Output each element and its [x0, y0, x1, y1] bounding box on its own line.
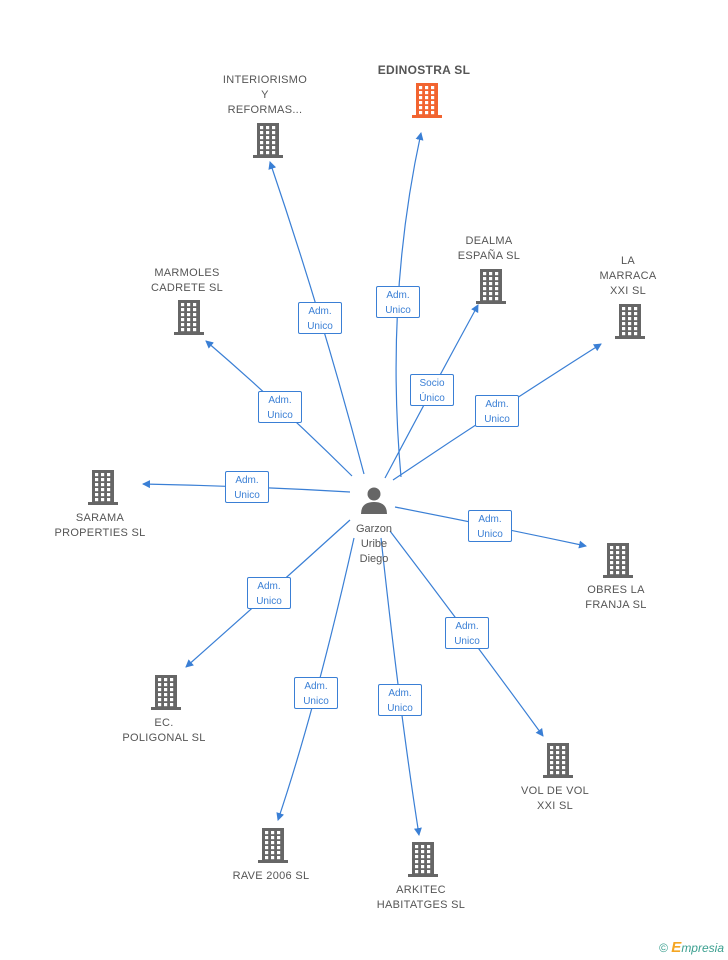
company-label-marraca[interactable]: LA MARRACA XXI SL	[599, 255, 657, 297]
relation-label-obres: Adm. Unico	[468, 510, 512, 542]
company-label-obres[interactable]: OBRES LA FRANJA SL	[585, 584, 647, 611]
building-icon-ec[interactable]	[151, 675, 181, 710]
company-label-edinostra[interactable]: EDINOSTRA SL	[377, 63, 471, 77]
relation-label-sarama: Adm. Unico	[225, 471, 269, 503]
relation-label-ec: Adm. Unico	[247, 577, 291, 609]
footer-brand: © Empresia	[659, 939, 724, 956]
building-icon-obres[interactable]	[603, 543, 633, 578]
building-icon-edinostra[interactable]	[412, 83, 442, 118]
building-icon-interiorismo[interactable]	[253, 123, 283, 158]
building-icon-marraca[interactable]	[615, 304, 645, 339]
relation-label-dealma: Socio Único	[410, 374, 454, 406]
company-label-marmoles[interactable]: MARMOLES CADRETE SL	[150, 267, 224, 294]
company-label-rave[interactable]: RAVE 2006 SL	[232, 870, 310, 882]
relation-label-marmoles: Adm. Unico	[258, 391, 302, 423]
company-label-sarama[interactable]: SARAMA PROPERTIES SL	[54, 512, 146, 539]
building-icon-arkitec[interactable]	[408, 842, 438, 877]
building-icon-dealma[interactable]	[476, 269, 506, 304]
company-label-interiorismo[interactable]: INTERIORISMO Y REFORMAS...	[222, 74, 308, 116]
brand-logo-text: mpresia	[681, 941, 724, 955]
company-label-ec[interactable]: EC. POLIGONAL SL	[122, 717, 206, 744]
building-icon-sarama[interactable]	[88, 470, 118, 505]
person-label[interactable]: Garzon Uribe Diego	[355, 523, 393, 565]
person-icon[interactable]	[361, 487, 387, 515]
relation-label-rave: Adm. Unico	[294, 677, 338, 709]
relation-label-interiorismo: Adm. Unico	[298, 302, 342, 334]
company-label-voldevol[interactable]: VOL DE VOL XXI SL	[520, 785, 589, 812]
building-icon-voldevol[interactable]	[543, 743, 573, 778]
building-icon-rave[interactable]	[258, 828, 288, 863]
company-label-dealma[interactable]: DEALMA ESPAÑA SL	[457, 235, 521, 262]
copyright-icon: ©	[659, 941, 668, 955]
company-label-arkitec[interactable]: ARKITEC HABITATGES SL	[376, 884, 466, 911]
brand-logo-initial: E	[671, 939, 682, 956]
relation-label-edinostra: Adm. Unico	[376, 286, 420, 318]
building-icon-marmoles[interactable]	[174, 300, 204, 335]
relation-label-voldevol: Adm. Unico	[445, 617, 489, 649]
relation-label-arkitec: Adm. Unico	[378, 684, 422, 716]
relation-label-marraca: Adm. Unico	[475, 395, 519, 427]
